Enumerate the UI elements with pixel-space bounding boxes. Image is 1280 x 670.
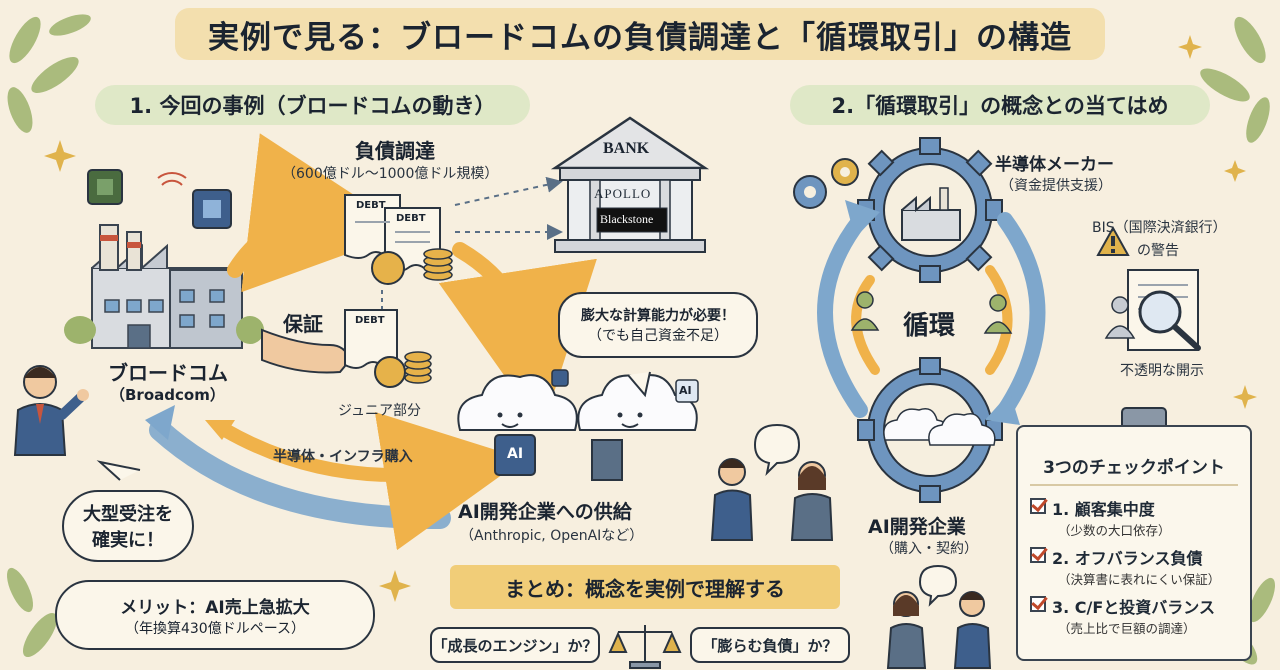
purchase-label: 半導体・インフラ購入 — [273, 449, 413, 465]
junior-label: ジュニア部分 — [338, 403, 422, 419]
business-people-middle-illustration — [710, 423, 834, 541]
checkpoint-main: 2. オフバランス負債 — [1052, 549, 1203, 568]
leaf-decoration-bottom-left — [6, 567, 58, 658]
cycle-label: 循環 — [903, 311, 956, 341]
debt-scale-label: （600億ドル〜1000億ドル規模） — [282, 166, 499, 182]
bank-building-illustration — [550, 116, 710, 253]
leaf-decoration-top-right — [1200, 16, 1270, 143]
broadcom-en: （Broadcom） — [110, 386, 225, 404]
ai-supply-label: AI開発企業への供給 — [458, 501, 632, 523]
bis-label-line-1: BIS（国際決済銀行） — [1092, 220, 1227, 236]
section-1-heading: 1. 今回の事例（ブロードコムの動き） — [95, 85, 530, 125]
leaf-decoration-top-left — [7, 14, 91, 133]
checkpoint-sub: （売上比で巨額の調達） — [1058, 621, 1196, 636]
checkpoint-main: 3. C/Fと投資バランス — [1052, 598, 1215, 617]
opaque-disclosure-label: 不透明な開示 — [1120, 363, 1204, 379]
bis-warning-illustration — [1096, 225, 1201, 351]
section-2-heading: 2.「循環取引」の概念との当てはめ — [790, 85, 1210, 125]
checkbox-checked-icon — [1030, 498, 1046, 514]
cycle-arrow-inner-right — [985, 265, 1013, 375]
order-bubble-line-1: 大型受注を — [83, 504, 173, 525]
ai-company-label: AI開発企業 — [868, 516, 966, 538]
broadcom-factory-illustration — [64, 169, 264, 349]
question-growth-engine: 「成長のエンジン」か？ — [430, 627, 600, 663]
semi-maker-sub: （資金提供支援） — [1000, 178, 1112, 194]
merit-line-2: （年換算430億ドルペース） — [124, 620, 306, 637]
checkpoint-item: 2. オフバランス負債 （決算書に表れにくい保証） — [1030, 545, 1238, 588]
ai-chip-label-1: AI — [507, 446, 524, 462]
guarantee-label: 保証 — [283, 312, 323, 336]
merit-speech-bubble: メリット：AI売上急拡大 （年換算430億ドルペース） — [55, 580, 375, 650]
bis-label-line-2: の警告 — [1137, 243, 1179, 259]
order-speech-bubble: 大型受注を 確実に！ — [62, 490, 194, 562]
ai-supply-sub: （Anthropic, OpenAIなど） — [460, 528, 644, 544]
apollo-label: APOLLO — [594, 186, 652, 201]
debt-doc-text-3: DEBT — [355, 315, 385, 326]
business-people-bottom-illustration — [886, 564, 992, 669]
sparkle-decorations — [44, 35, 1257, 602]
merit-line-1: メリット：AI売上急拡大 — [120, 597, 310, 618]
arrow-purchase — [218, 411, 525, 551]
cycle-gears-illustration — [793, 137, 1003, 503]
question-swelling-debt: 「膨らむ負債」か？ — [690, 627, 850, 663]
ai-cloud-characters — [457, 369, 699, 481]
debt-doc-text-1: DEBT — [356, 200, 386, 211]
order-bubble-line-2: 確実に！ — [92, 530, 164, 551]
page-title: 実例で見る：ブロードコムの負債調達と「循環取引」の構造 — [175, 8, 1105, 60]
ai-company-sub: （購入・契約） — [880, 541, 978, 557]
checkbox-checked-icon — [1030, 547, 1046, 563]
cycle-people-icons — [850, 291, 1013, 334]
debt-doc-text-2: DEBT — [396, 213, 426, 224]
checkpoint-item: 1. 顧客集中度 （少数の大口依存） — [1030, 496, 1238, 539]
compute-bubble-line-1: 膨大な計算能力が必要！ — [581, 308, 735, 324]
dashed-arrow-debt-to-bank-1 — [454, 176, 563, 206]
cycle-arrow-left — [817, 212, 868, 418]
cycle-arrow-right — [997, 212, 1046, 418]
blackstone-label: Blackstone — [600, 212, 654, 226]
checkpoints-title: 3つのチェックポイント — [1030, 453, 1238, 486]
bank-sign: BANK — [603, 140, 650, 157]
businessman-left-illustration — [13, 365, 89, 456]
ai-chip-label-2: AI — [679, 384, 692, 397]
broadcom-name: ブロードコム — [108, 361, 228, 385]
scale-balance-icon — [608, 625, 682, 669]
checkpoint-sub: （決算書に表れにくい保証） — [1058, 572, 1221, 587]
cycle-arrow-inner-left — [851, 275, 880, 375]
semi-maker-label: 半導体メーカー — [995, 155, 1114, 175]
checkpoint-item: 3. C/Fと投資バランス （売上比で巨額の調達） — [1030, 594, 1238, 637]
checkpoint-sub: （少数の大口依存） — [1058, 523, 1171, 538]
summary-ribbon: まとめ：概念を実例で理解する — [450, 565, 840, 609]
checkpoints-panel: 3つのチェックポイント 1. 顧客集中度 （少数の大口依存） 2. オフバランス… — [1016, 425, 1252, 661]
compute-bubble-line-2: （でも自己資金不足） — [588, 328, 728, 344]
compute-speech-bubble: 膨大な計算能力が必要！ （でも自己資金不足） — [558, 292, 758, 358]
arrow-debt-to-ai — [438, 242, 597, 430]
hands-guarantee-illustration — [261, 309, 432, 388]
debt-label: 負債調達 — [355, 139, 435, 163]
checkbox-checked-icon — [1030, 596, 1046, 612]
arrow-factory-to-debt — [227, 133, 410, 293]
checkpoint-main: 1. 顧客集中度 — [1052, 500, 1155, 519]
